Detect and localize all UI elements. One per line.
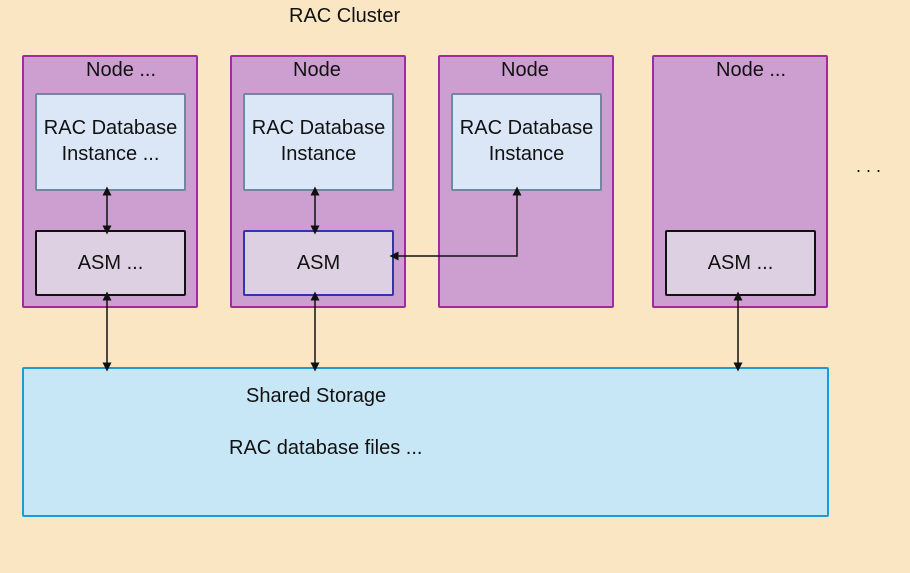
- node-3-instance-label: RAC Database Instance: [459, 117, 594, 165]
- diagram-title: RAC Cluster: [289, 5, 401, 27]
- node-3-instance: [451, 93, 602, 191]
- shared-storage: [22, 367, 829, 517]
- node-3-label: Node: [501, 59, 549, 81]
- node-4-label: Node ...: [716, 59, 787, 81]
- node-4-asm-label: ASM ...: [707, 252, 774, 274]
- node-1-asm-label: ASM ...: [77, 252, 144, 274]
- node-2-instance: [243, 93, 394, 191]
- node-1-instance-label: RAC Database Instance ...: [43, 117, 178, 165]
- node-2-asm-label: ASM: [296, 252, 341, 274]
- cluster-ellipsis: . . .: [856, 156, 882, 176]
- node-2-instance-label: RAC Database Instance: [251, 117, 386, 165]
- shared-storage-title: Shared Storage: [246, 385, 387, 407]
- node-1-label: Node ...: [86, 59, 157, 81]
- shared-storage-files: RAC database files ...: [229, 437, 423, 459]
- node-2-label: Node: [293, 59, 341, 81]
